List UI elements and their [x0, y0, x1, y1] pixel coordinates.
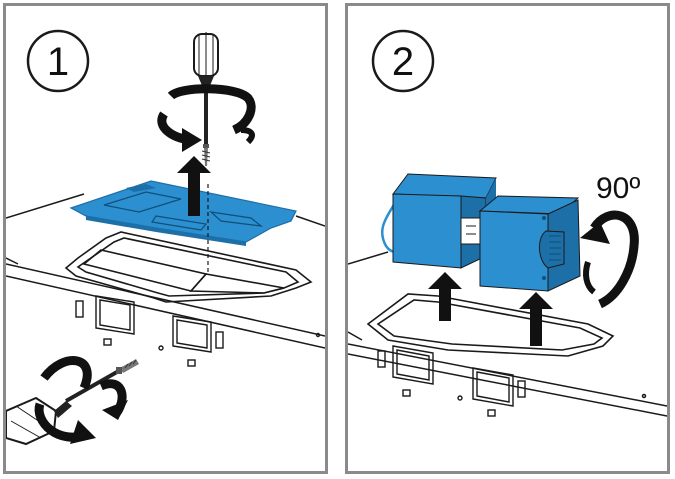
rotation-angle-label: 90º: [596, 172, 640, 205]
step-2-illustration: 2 90º: [348, 6, 667, 471]
step-1-number: 1: [47, 40, 69, 84]
rotate-arrow-icon: [580, 215, 634, 304]
filter-opening: [368, 294, 613, 356]
screw-icon: [202, 144, 210, 166]
screw-icon: [116, 359, 139, 374]
blower-housing-right: [480, 196, 580, 291]
up-arrow-icon: [519, 292, 553, 346]
step-2-number: 2: [392, 40, 414, 84]
step-2-panel: 2 90º: [345, 3, 670, 474]
motor-connector: [461, 218, 480, 244]
hood-slots: [378, 346, 525, 416]
step-1-panel: 1: [3, 3, 328, 474]
step-2-badge: 2: [373, 31, 433, 91]
filter-opening: [66, 232, 311, 302]
hood-slots: [76, 296, 320, 366]
up-arrow-icon: [428, 272, 462, 321]
grease-filter-cover: [71, 181, 296, 246]
step-1-illustration: 1: [6, 6, 325, 471]
step-1-badge: 1: [28, 31, 88, 91]
